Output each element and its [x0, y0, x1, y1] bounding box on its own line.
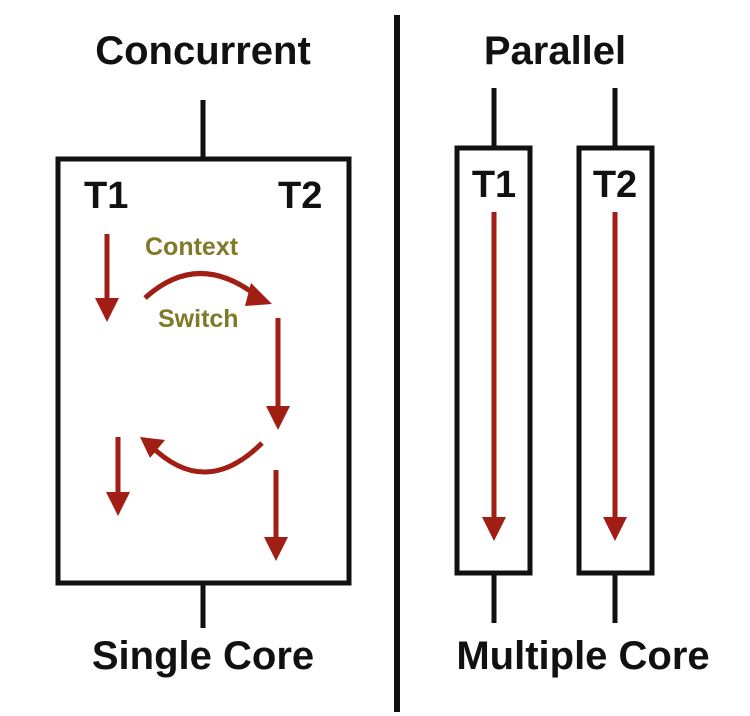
- context-switch-arrowhead-to-t1: [140, 437, 165, 458]
- t2-second-segment-arrow: [264, 470, 288, 561]
- parallel-title: Parallel: [484, 29, 626, 73]
- core1-thread-arrow: [482, 212, 506, 541]
- multiple-core-label: Multiple Core: [456, 634, 709, 678]
- single-core-t1-label: T1: [84, 175, 128, 217]
- core1-t1-label: T1: [472, 164, 516, 206]
- t1-second-segment-arrow: [106, 437, 130, 516]
- t2-first-segment-arrow: [266, 318, 290, 430]
- concurrent-title: Concurrent: [95, 29, 311, 73]
- t1-first-segment-arrow: [95, 234, 119, 322]
- core2-t2-label: T2: [593, 164, 637, 206]
- context-switch-arrowhead-to-t2: [245, 283, 272, 306]
- context-label: Context: [145, 233, 239, 261]
- single-core-label: Single Core: [92, 634, 314, 678]
- context-switch-arc-to-t2: [143, 271, 264, 302]
- context-switch-arc-to-t1: [148, 441, 264, 475]
- single-core-box: [55, 156, 352, 586]
- single-core-t2-label: T2: [278, 175, 322, 217]
- core2-thread-arrow: [603, 212, 627, 541]
- switch-label: Switch: [158, 305, 239, 333]
